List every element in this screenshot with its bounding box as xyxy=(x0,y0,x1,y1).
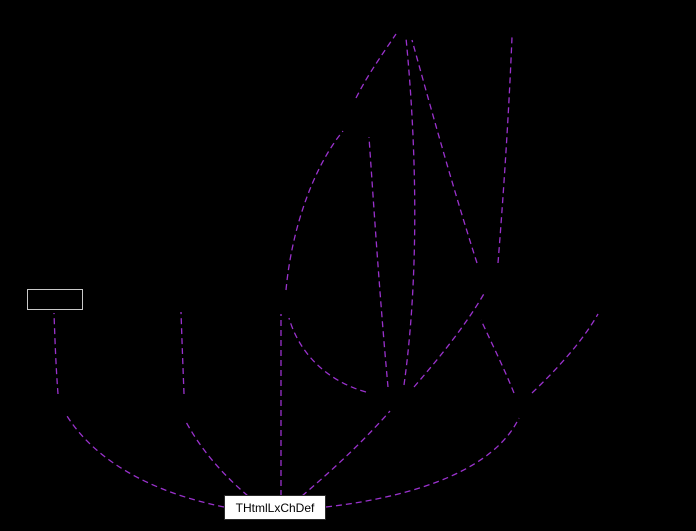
node-i-to-top-right xyxy=(497,36,513,264)
thtmllxchdef-to-node-b xyxy=(184,419,249,497)
node-unlabeled[interactable] xyxy=(27,289,83,310)
node-a-to-left-box xyxy=(53,312,59,395)
node-c-to-node-i xyxy=(413,291,486,388)
node-thtmllxchdef-label: THtmlLxChDef xyxy=(235,500,315,515)
node-f-to-node-j xyxy=(285,130,344,291)
node-c-to-node-f xyxy=(288,317,367,393)
node-i-to-top-center xyxy=(411,39,478,264)
thtmllxchdef-to-node-c xyxy=(301,410,391,497)
edges-group xyxy=(53,33,599,508)
node-d-to-node-h xyxy=(531,313,599,394)
node-d-to-node-g xyxy=(480,319,515,394)
node-b-to-node-e xyxy=(180,311,185,395)
thtmllxchdef-to-node-a xyxy=(66,415,225,508)
node-c-to-node-j xyxy=(368,136,389,388)
node-thtmllxchdef: THtmlLxChDef xyxy=(224,495,326,520)
node-j-to-top-center xyxy=(355,33,397,99)
node-c-to-top-center xyxy=(403,37,416,386)
thtmllxchdef-to-node-d xyxy=(325,417,520,508)
